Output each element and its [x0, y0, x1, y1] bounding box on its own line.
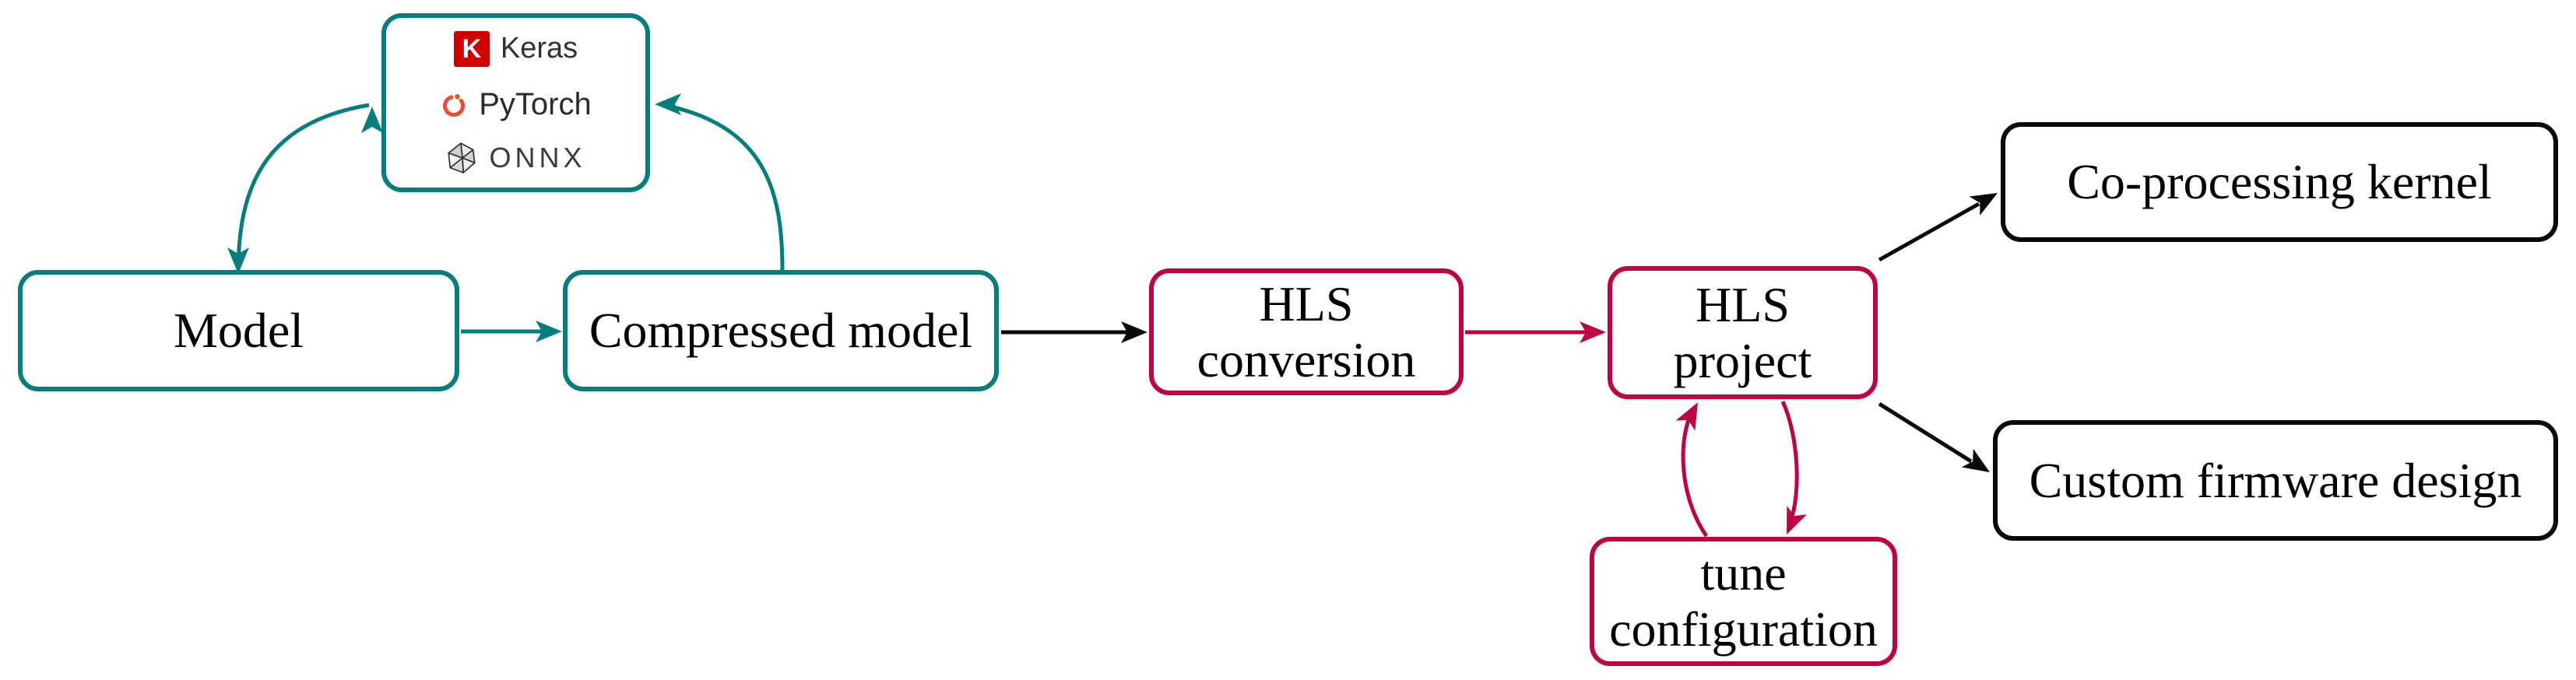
keras-icon: K	[453, 30, 490, 67]
node-co-processing-kernel: Co-processing kernel	[2001, 122, 2558, 242]
node-hls-project-line2: project	[1673, 332, 1812, 388]
node-hls-conversion: HLS conversion	[1149, 268, 1464, 395]
pytorch-icon	[443, 93, 466, 117]
framework-pytorch: PyTorch	[440, 87, 592, 122]
node-custom-firmware-design: Custom firmware design	[1993, 420, 2558, 541]
node-compressed-model: Compressed model	[563, 270, 999, 391]
node-hls-project-line1: HLS	[1696, 276, 1790, 332]
node-model: Model	[18, 270, 459, 391]
onnx-icon	[448, 142, 476, 174]
node-co-processing-kernel-label: Co-processing kernel	[2067, 154, 2492, 210]
node-hls-conversion-line1: HLS	[1259, 275, 1354, 331]
arrow-conversion-project	[1465, 321, 1606, 343]
node-tune-configuration-line2: configuration	[1609, 601, 1878, 657]
arrow-model-compressed	[461, 321, 562, 342]
framework-keras-label: Keras	[500, 32, 578, 65]
node-compressed-model-label: Compressed model	[589, 303, 973, 359]
framework-list: K Keras PyTorch ONNX	[440, 30, 592, 175]
arrow-compressed-conversion	[1001, 321, 1147, 343]
keras-icon-letter: K	[462, 33, 482, 64]
node-model-label: Model	[173, 303, 304, 359]
framework-keras: K Keras	[453, 30, 578, 67]
node-hls-conversion-line2: conversion	[1197, 331, 1416, 387]
arrow-project-firmware	[1878, 401, 1990, 472]
node-hls-project: HLS project	[1608, 266, 1878, 399]
node-tune-configuration-line1: tune	[1700, 545, 1787, 601]
node-custom-firmware-design-label: Custom firmware design	[2029, 452, 2522, 508]
arrow-tune-project	[1675, 402, 1709, 538]
arrow-compressed-frameworks	[655, 93, 785, 271]
node-tune-configuration: tune configuration	[1590, 537, 1897, 666]
framework-onnx: ONNX	[445, 142, 585, 174]
arrow-project-tune	[1780, 400, 1808, 535]
framework-onnx-label: ONNX	[489, 142, 586, 174]
arrow-project-kernel	[1878, 193, 1998, 262]
framework-pytorch-label: PyTorch	[479, 86, 592, 121]
arrow-model-frameworks	[227, 103, 383, 274]
node-frameworks: K Keras PyTorch ONNX	[381, 13, 650, 192]
